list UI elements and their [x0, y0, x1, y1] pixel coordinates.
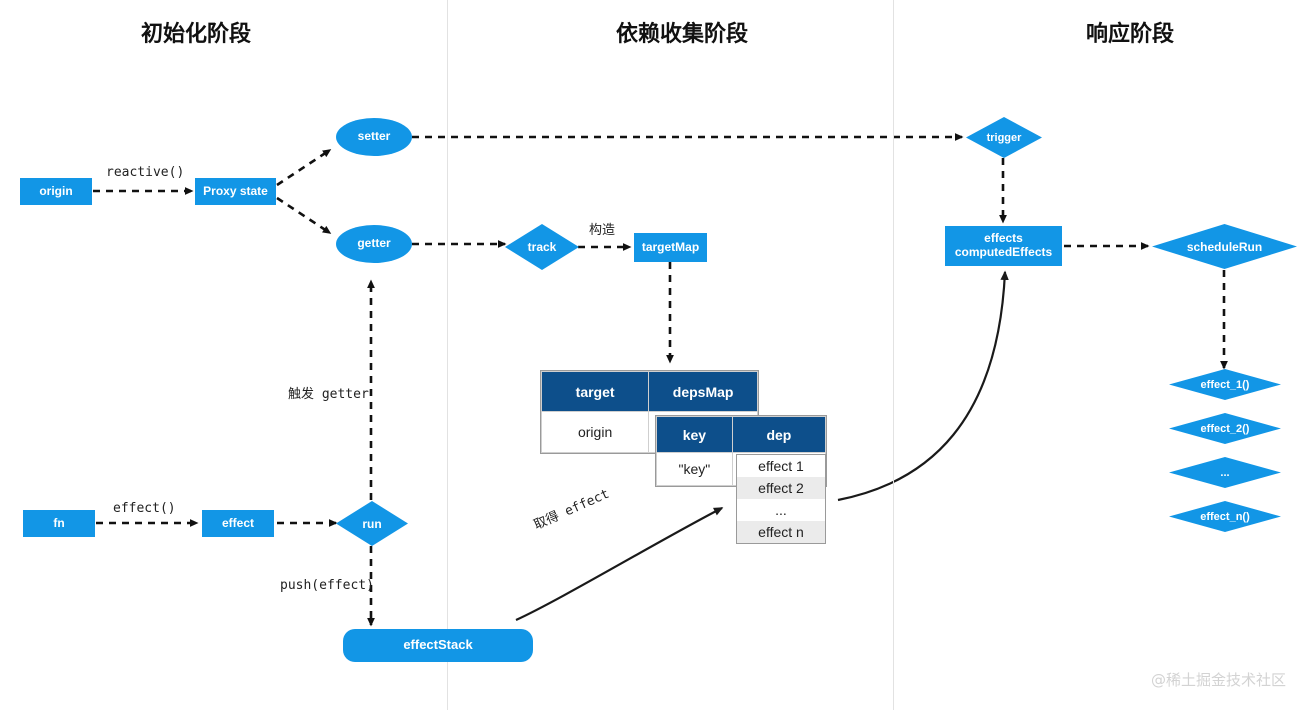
node-run[interactable]: run [336, 501, 408, 546]
deps-cell-key: "key" [656, 452, 733, 486]
list-item[interactable]: effect 2 [737, 477, 825, 499]
schedule-run-label: scheduleRun [1186, 239, 1263, 254]
trigger-label: trigger [986, 131, 1022, 144]
node-trigger[interactable]: trigger [966, 117, 1042, 158]
node-effect-1[interactable]: effect_1() [1169, 369, 1281, 400]
phase-title-dependency-collection: 依赖收集阶段 [616, 21, 749, 46]
node-effect-2[interactable]: effect_2() [1169, 413, 1281, 444]
phase-title-initialization: 初始化阶段 [141, 21, 252, 46]
edge-label-reactive: reactive() [106, 165, 185, 180]
watermark: @稀土掘金技术社区 [1151, 671, 1287, 689]
table-header-depsmap: depsMap [648, 371, 758, 412]
node-track[interactable]: track [505, 224, 579, 270]
phase-divider-1 [447, 0, 448, 710]
node-fn[interactable]: fn [23, 510, 95, 537]
table-cell-origin: origin [540, 411, 650, 453]
node-schedule-run[interactable]: scheduleRun [1152, 224, 1297, 269]
effect-1-label: effect_1() [1200, 378, 1250, 391]
table-header-row: target depsMap [540, 371, 758, 412]
edge-label-construct: 构造 [589, 223, 616, 238]
phase-divider-2 [893, 0, 894, 710]
table-header-target: target [540, 371, 650, 412]
list-item[interactable]: effect 1 [737, 455, 825, 477]
node-effect-ellipsis[interactable]: ... [1169, 457, 1281, 488]
edge-label-effect-call: effect() [113, 501, 176, 516]
effects-line-1: effects [984, 231, 1023, 246]
effect-2-label: effect_2() [1200, 422, 1250, 435]
node-target-map[interactable]: targetMap [634, 233, 707, 262]
effect-n-label: effect_n() [1200, 510, 1250, 523]
node-setter[interactable]: setter [336, 118, 412, 156]
phase-title-response: 响应阶段 [1086, 21, 1175, 46]
node-origin[interactable]: origin [20, 178, 92, 205]
deps-header-row: key dep [656, 416, 827, 453]
effects-line-2: computedEffects [954, 245, 1053, 259]
node-effect-stack[interactable]: effectStack [343, 629, 533, 662]
deps-header-key: key [656, 416, 733, 453]
edge-label-trigger-getter: 触发 getter [288, 387, 369, 402]
node-effects-computed-effects[interactable]: effects computedEffects [945, 226, 1062, 266]
node-effect[interactable]: effect [202, 510, 274, 537]
list-item[interactable]: ... [737, 499, 825, 521]
track-label: track [527, 240, 557, 254]
run-label: run [362, 516, 382, 531]
deps-map-table: key dep "key" [655, 415, 827, 487]
node-getter[interactable]: getter [336, 225, 412, 263]
edge-label-push-effect: push(effect) [280, 578, 374, 593]
deps-header-dep: dep [731, 416, 827, 453]
node-proxy-state[interactable]: Proxy state [195, 178, 276, 205]
dep-effect-list: effect 1 effect 2 ... effect n [736, 454, 826, 544]
effect-ellipsis-label: ... [1220, 466, 1230, 479]
node-effect-n[interactable]: effect_n() [1169, 501, 1281, 532]
list-item[interactable]: effect n [737, 521, 825, 543]
